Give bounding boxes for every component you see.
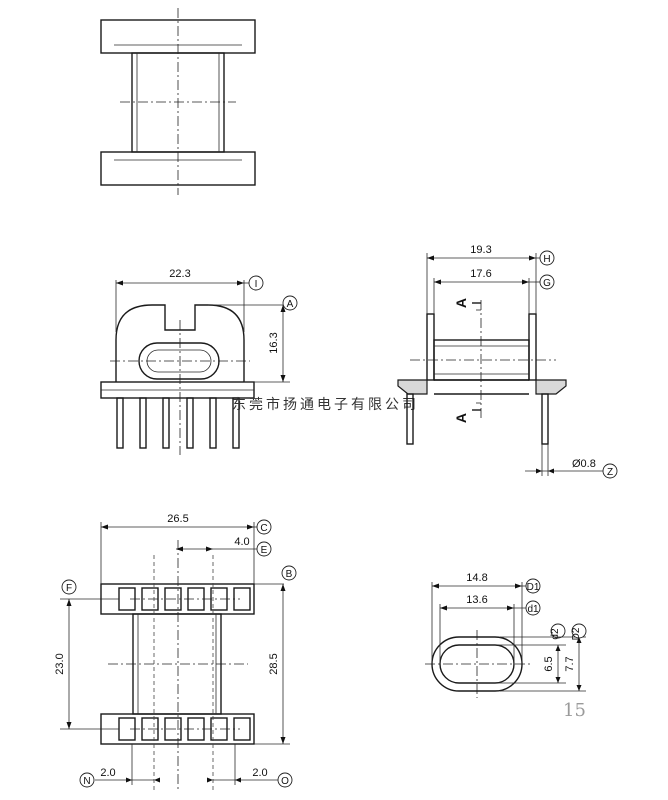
top-view bbox=[100, 8, 256, 195]
tag-d2: d2 bbox=[550, 628, 561, 640]
tag-O: O bbox=[281, 776, 289, 787]
dim-side-width: 22.3 bbox=[169, 268, 190, 280]
tag-N: N bbox=[83, 776, 90, 787]
dim-right-offset: 2.0 bbox=[252, 767, 267, 779]
tag-d1: d1 bbox=[527, 604, 539, 615]
dim-d2: 6.5 bbox=[543, 656, 555, 671]
dim-inner-17: 17.6 bbox=[470, 268, 491, 280]
core-section: 14.8 D1 13.6 d1 6.5 d2 7.7 D2 bbox=[425, 572, 587, 698]
section-mark-bottom: A bbox=[453, 413, 469, 423]
side-pins bbox=[116, 397, 240, 449]
dim-overall-19: 19.3 bbox=[470, 244, 491, 256]
tag-F: F bbox=[66, 583, 72, 594]
dim-pin-pitch: 4.0 bbox=[234, 536, 249, 548]
tag-D2: D2 bbox=[571, 627, 582, 640]
tag-E: E bbox=[261, 545, 268, 556]
tag-Z: Z bbox=[607, 467, 613, 478]
dim-bottom-width: 26.5 bbox=[167, 513, 188, 525]
side-view: 22.3 I 16.3 A bbox=[100, 268, 298, 455]
tag-H: H bbox=[543, 254, 550, 265]
watermark: 东莞市扬通电子有限公司 bbox=[232, 396, 419, 413]
dim-d2-outer: 7.7 bbox=[564, 656, 576, 671]
dim-overall-height: 28.5 bbox=[268, 653, 280, 674]
page-number: 15 bbox=[563, 700, 586, 721]
tag-G: G bbox=[543, 278, 551, 289]
front-view: A A 19.3 H 17.6 G Ø0.8 Z bbox=[397, 244, 618, 479]
tag-I: I bbox=[255, 279, 258, 290]
tag-A: A bbox=[287, 299, 294, 310]
tag-D1: D1 bbox=[527, 582, 540, 593]
dim-d1-inner: 13.6 bbox=[466, 594, 487, 606]
tag-B: B bbox=[286, 569, 293, 580]
tag-C: C bbox=[260, 523, 267, 534]
dim-pin-dia: Ø0.8 bbox=[572, 458, 596, 470]
section-mark-top: A bbox=[453, 298, 469, 308]
dim-side-height: 16.3 bbox=[268, 332, 280, 353]
bottom-view: 26.5 C 4.0 E B 28.5 23.0 F 2.0 N bbox=[54, 513, 297, 790]
dim-d1: 14.8 bbox=[466, 572, 487, 584]
dim-left-offset: 2.0 bbox=[100, 767, 115, 779]
dim-flange-inner: 23.0 bbox=[54, 653, 66, 674]
